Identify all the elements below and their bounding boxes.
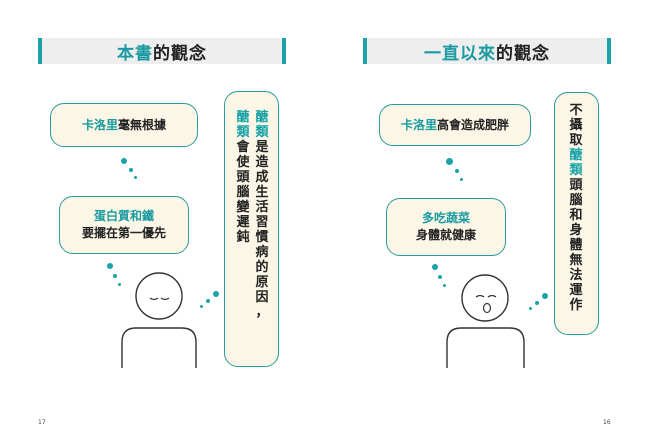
thought-dot [455, 169, 459, 173]
bubble-line-2: 要擺在第一優先 [81, 226, 166, 240]
vertical-char: 因 [255, 290, 269, 305]
speech-bubble-calorie-fat: 卡洛里高會造成肥胖 [379, 104, 531, 146]
vertical-char: 遲 [236, 215, 250, 230]
vertical-char: 運 [569, 283, 583, 298]
vertical-char: ， [255, 305, 269, 320]
title-rest: 的觀念 [153, 43, 207, 64]
vertical-char: 造 [255, 155, 269, 170]
vertical-char: 身 [569, 223, 583, 238]
vertical-char: 作 [569, 298, 583, 313]
thought-dot [446, 158, 453, 165]
bubble-accent: 卡洛里 [400, 117, 437, 132]
vertical-char: 使 [236, 155, 250, 170]
thought-dot [129, 168, 133, 172]
thought-dot [443, 284, 446, 287]
vertical-char: 攝 [569, 118, 583, 133]
vertical-char: 類 [569, 163, 583, 178]
person-illustration [446, 274, 525, 368]
vertical-char: 頭 [569, 178, 583, 193]
bubble-text: 高會造成肥胖 [437, 117, 510, 132]
bubble-line-1: 多吃蔬菜 [421, 211, 470, 225]
thought-dot [206, 299, 210, 303]
vertical-char: 醣 [255, 110, 269, 125]
thought-dot [118, 283, 121, 286]
title-accent: 一直以來 [424, 43, 496, 64]
vertical-text-column-1: 不攝取醣類頭腦和身體無法運作 [569, 103, 583, 313]
thought-dot [460, 178, 463, 181]
vertical-speech-bubble: 不攝取醣類頭腦和身體無法運作 [554, 92, 599, 335]
page-number: 17 [38, 419, 46, 426]
vertical-char: 是 [255, 140, 269, 155]
vertical-char: 頭 [236, 170, 250, 185]
vertical-char: 會 [236, 140, 250, 155]
left-page-title: 本書的觀念 [38, 38, 286, 64]
vertical-char: 不 [569, 103, 583, 118]
thought-dot [107, 263, 113, 269]
vertical-char: 腦 [236, 185, 250, 200]
thought-dot [529, 307, 532, 310]
right-page: 一直以來的觀念 卡洛里高會造成肥胖 多吃蔬菜 身體就健康 不攝取醣類頭腦和身體無… [325, 0, 650, 445]
person-illustration [121, 272, 197, 368]
vertical-char: 取 [569, 133, 583, 148]
thought-dot [200, 305, 203, 308]
vertical-char: 變 [236, 200, 250, 215]
thought-dot [213, 291, 219, 297]
vertical-char: 的 [255, 260, 269, 275]
thought-dot [542, 293, 548, 299]
vertical-char: 生 [255, 185, 269, 200]
bubble-text: 毫無根據 [118, 117, 167, 132]
thought-dot [121, 158, 127, 164]
thought-dot [535, 301, 539, 305]
bubble-accent: 卡洛里 [81, 117, 118, 132]
vertical-speech-bubble: 醣類是造成生活習慣病的原因， 醣類會使頭腦變遲鈍 [224, 91, 279, 367]
vertical-char: 原 [255, 275, 269, 290]
vertical-text-column-2: 醣類會使頭腦變遲鈍 [236, 110, 250, 245]
vertical-char: 習 [255, 215, 269, 230]
vertical-char: 活 [255, 200, 269, 215]
vertical-char: 類 [255, 125, 269, 140]
left-page: 本書的觀念 卡洛里毫無根據 蛋白質和鐵 要擺在第一優先 醣類是造成生活習慣病的原… [38, 38, 286, 426]
vertical-char: 病 [255, 245, 269, 260]
thought-dot [113, 274, 117, 278]
vertical-char: 體 [569, 238, 583, 253]
vertical-char: 醣 [569, 148, 583, 163]
title-accent: 本書 [117, 43, 153, 64]
vertical-char: 成 [255, 170, 269, 185]
vertical-char: 醣 [236, 110, 250, 125]
thought-dot [432, 264, 438, 270]
right-page-title: 一直以來的觀念 [363, 38, 611, 64]
vertical-char: 腦 [569, 193, 583, 208]
vertical-char: 法 [569, 268, 583, 283]
bubble-line-1: 蛋白質和鐵 [93, 209, 154, 223]
vertical-text-column-1: 醣類是造成生活習慣病的原因， [255, 110, 269, 320]
bubble-line-2: 身體就健康 [415, 228, 476, 242]
vertical-char: 慣 [255, 230, 269, 245]
vertical-char: 鈍 [236, 230, 250, 245]
thought-dot [134, 176, 137, 179]
speech-bubble-protein: 蛋白質和鐵 要擺在第一優先 [59, 196, 189, 254]
vertical-char: 和 [569, 208, 583, 223]
title-rest: 的觀念 [496, 43, 550, 64]
vertical-char: 類 [236, 125, 250, 140]
speech-bubble-vegetables: 多吃蔬菜 身體就健康 [386, 198, 506, 256]
vertical-char: 無 [569, 253, 583, 268]
page-number: 16 [603, 419, 611, 426]
speech-bubble-calorie: 卡洛里毫無根據 [50, 103, 198, 147]
thought-dot [438, 275, 442, 279]
